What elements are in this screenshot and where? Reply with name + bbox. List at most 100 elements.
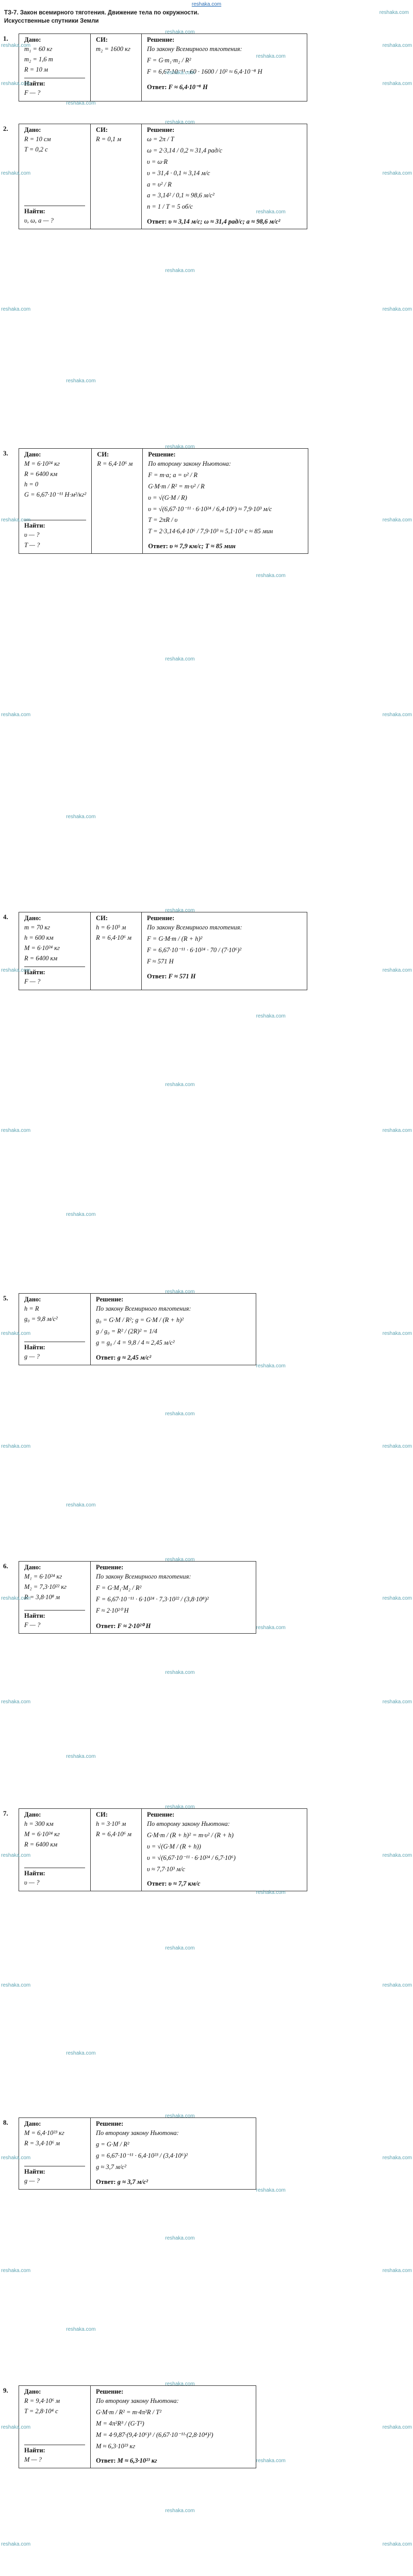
otvet: Ответ: g ≈ 3,7 м/с² [96, 2178, 251, 2186]
watermark: reshaka.com [382, 80, 412, 87]
reshenie-line: По закону Всемирного тяготения: [147, 924, 242, 931]
otvet: Ответ: υ ≈ 3,14 м/с; ω ≈ 31,4 рад/с; a ≈… [147, 218, 302, 226]
dano-line: R = 10 м [24, 66, 48, 74]
otvet-label: Ответ: [96, 1353, 116, 1361]
reshenie-line: По второму закону Ньютона: [148, 460, 232, 468]
dano-line: T = 0,2 с [24, 146, 48, 154]
reshenie-line: a = 3,14² / 0,1 ≈ 98,6 м/с² [147, 192, 214, 199]
dano-line: R = 6400 км [24, 470, 58, 478]
si-line: R = 6,4·10⁶ м [96, 1831, 132, 1838]
dano-line: g₀ = 9,8 м/с² [24, 1315, 58, 1323]
reshenie-line: M = 4π²R³ / (G·T²) [96, 2419, 144, 2427]
reshaka-link[interactable]: reshaka.com [191, 2, 222, 7]
otvet-label: Ответ: [96, 2457, 116, 2465]
watermark: reshaka.com [66, 2327, 96, 2333]
dano-line: R = 3,4·10⁶ м [24, 2140, 60, 2147]
naiti-line: T — ? [24, 541, 40, 549]
watermark: reshaka.com [66, 100, 96, 107]
dano-label: Дано: [24, 36, 41, 44]
spacer [24, 1324, 85, 1338]
naiti-line: g — ? [24, 2177, 40, 2184]
watermark: reshaka.com [256, 1013, 286, 1020]
watermark: reshaka.com [165, 2113, 195, 2120]
watermark: reshaka.com [1, 170, 31, 176]
problem: reshaka.com reshaka.com reshaka.com reshaka… [0, 2380, 413, 2576]
watermark: reshaka.com [165, 2381, 195, 2387]
watermark: reshaka.com [382, 1853, 412, 1859]
watermark: reshaka.com [256, 2458, 286, 2464]
watermark: reshaka.com [66, 378, 96, 384]
problem-number: 9. [3, 2386, 8, 2395]
problem-number: 3. [3, 449, 8, 457]
reshenie-line: υ ≈ 7,7·10³ м/с [147, 1865, 185, 1873]
otvet: Ответ: υ ≈ 7,9 км/с; T ≈ 85 мин [148, 543, 303, 550]
otvet-value: F ≈ 571 Н [168, 972, 196, 980]
problem-number: 6. [3, 1562, 8, 1570]
watermark: reshaka.com [165, 1669, 195, 1675]
otvet-value: υ ≈ 7,7 км/с [168, 1880, 201, 1888]
watermark: reshaka.com [165, 1411, 195, 1417]
naiti-line: M — ? [24, 2456, 42, 2464]
watermark: reshaka.com [165, 267, 195, 274]
reshenie-column: Решение:По закону Всемирного тяготения:g… [91, 1294, 256, 1365]
reshenie-label: Решение: [148, 451, 176, 459]
reshenie-line: F = m·a; a = υ² / R [148, 471, 198, 479]
title-line-1: ТЗ-7. Закон всемирного тяготения. Движен… [4, 10, 199, 16]
watermark: reshaka.com [66, 1502, 96, 1509]
watermark: reshaka.com [1, 1699, 31, 1705]
naiti-line: F — ? [24, 978, 41, 986]
watermark: reshaka.com [382, 1128, 412, 1134]
watermark: reshaka.com [1, 2541, 31, 2548]
reshenie-line: g = G·M / R² [96, 2140, 129, 2148]
watermark: reshaka.com [382, 1982, 412, 1989]
reshenie-line: υ = √(6,67·10⁻¹¹ · 6·10²⁴ / 6,4·10⁶) ≈ 7… [148, 505, 272, 513]
otvet-label: Ответ: [147, 83, 167, 91]
otvet: Ответ: F ≈ 6,4·10⁻⁸ Н [147, 83, 302, 91]
watermark: reshaka.com [1, 2155, 31, 2161]
watermark: reshaka.com [382, 1699, 412, 1705]
naiti-line: F — ? [24, 1621, 41, 1629]
reshenie-line: ω = 2π / T [147, 135, 174, 143]
otvet-value: F ≈ 6,4·10⁻⁸ Н [168, 83, 208, 91]
dano-label: Дано: [24, 451, 41, 459]
watermark: reshaka.com [382, 1595, 412, 1601]
reshenie-line: F = G·m₁·m₂ / R² [147, 56, 191, 64]
problem: reshaka.com reshaka.com reshaka.com reshaka… [0, 1288, 413, 1556]
reshenie-label: Решение: [147, 1811, 175, 1819]
naiti-block: Найти:υ — ? [24, 1868, 85, 1888]
reshenie-line: υ = √(G·M / R) [148, 494, 187, 501]
naiti-block: Найти:υ, ω, a — ? [24, 206, 85, 226]
watermark: reshaka.com [165, 2508, 195, 2514]
otvet: Ответ: υ ≈ 7,7 км/с [147, 1880, 302, 1888]
watermark: reshaka.com [1, 968, 31, 974]
watermark: reshaka.com [165, 1289, 195, 1295]
watermark: reshaka.com [1, 80, 31, 87]
reshenie-line: По закону Всемирного тяготения: [147, 45, 242, 53]
dano-line: R = 3,8·10⁸ м [24, 1594, 60, 1601]
watermark: reshaka.com [382, 2425, 412, 2431]
naiti-label: Найти: [24, 1612, 45, 1619]
naiti-block: Найти:g — ? [24, 1341, 85, 1362]
naiti-label: Найти: [24, 522, 45, 530]
watermark: reshaka.com [382, 712, 412, 718]
otvet-label: Ответ: [147, 1880, 167, 1888]
reshenie-column: Решение:По закону Всемирного тяготения:F… [142, 912, 307, 990]
naiti-label: Найти: [24, 2167, 45, 2175]
si-line: m₂ = 1600 кг [96, 45, 130, 53]
si-label: СИ: [96, 914, 108, 922]
watermark: reshaka.com [1, 1331, 31, 1337]
si-line: h = 6·10⁵ м [96, 924, 126, 931]
otvet-value: M ≈ 6,3·10²³ кг [117, 2457, 157, 2465]
otvet: Ответ: g ≈ 2,45 м/с² [96, 1354, 251, 1362]
reshenie-line: g = 6,67·10⁻¹¹ · 6,4·10²³ / (3,4·10⁶)² [96, 2151, 188, 2159]
si-label: СИ: [96, 36, 108, 44]
watermark: reshaka.com [1, 1982, 31, 1989]
reshenie-line: F = G·M·m / (R + h)² [147, 935, 203, 942]
